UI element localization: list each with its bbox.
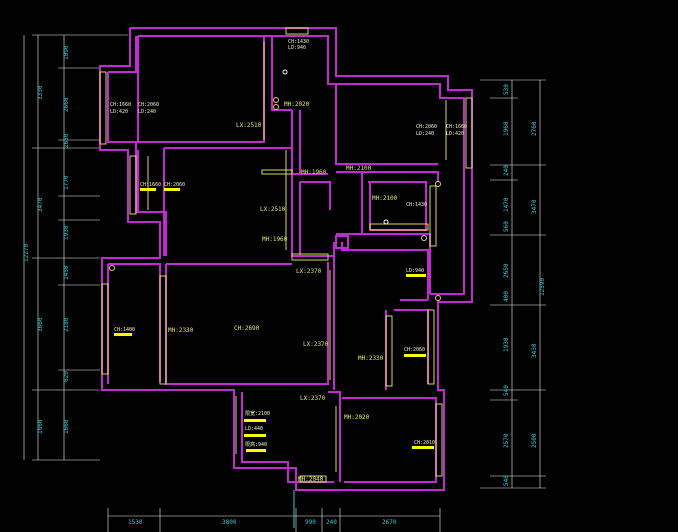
label-mh-2020-bot: MH:2020 bbox=[344, 414, 370, 421]
dim-right-10: 1930 bbox=[503, 337, 510, 352]
dim-right-15: 540 bbox=[503, 475, 510, 486]
label-ld-940-b: LD:940 bbox=[406, 268, 424, 274]
dim-right-13: 2570 bbox=[503, 433, 510, 448]
floor-drain-icon bbox=[282, 69, 288, 75]
label-mh-2040: MH:2040 bbox=[298, 476, 324, 483]
label-ch-2060-a: CH:2060 bbox=[138, 102, 159, 108]
dim-left-13: 1660 bbox=[63, 419, 70, 434]
dim-right-9: 400 bbox=[503, 291, 510, 302]
label-ch-1660-a: CH:1660 bbox=[110, 102, 131, 108]
label-ch-2060-d: CH:2060 bbox=[404, 347, 425, 353]
label-ch-1660-b: CH:1660 bbox=[446, 124, 467, 130]
bottom-dimension-chain: 1530 3800 990 240 2670 bbox=[107, 508, 441, 532]
label-ld-240-b: LD:240 bbox=[416, 131, 434, 137]
drain-icon bbox=[421, 235, 427, 241]
label-lx-2510-a: LX:2510 bbox=[236, 122, 262, 129]
label-ld-420-a: LD:420 bbox=[110, 109, 128, 115]
drain-icon bbox=[273, 104, 279, 110]
dim-right-8: 2650 bbox=[503, 263, 510, 278]
label-ch-1430-top: CH:1430 bbox=[288, 39, 309, 45]
label-ch-2690: CH:2690 bbox=[234, 325, 260, 332]
dim-bottom-2: 3800 bbox=[222, 519, 237, 526]
dim-left-2: 3330 bbox=[37, 85, 44, 100]
dim-bottom-4: 240 bbox=[326, 519, 337, 526]
drain-icon bbox=[109, 265, 115, 271]
dim-left-10: 2180 bbox=[63, 317, 70, 332]
floor-drain-icon bbox=[383, 219, 389, 225]
drain-icon bbox=[273, 97, 279, 103]
label-xg-940: 限高:940 bbox=[245, 441, 267, 448]
walls bbox=[99, 27, 473, 491]
label-lx-2370-c: LX:2370 bbox=[300, 395, 326, 402]
drain-icon bbox=[435, 181, 441, 187]
dim-bottom-1: 1530 bbox=[128, 519, 143, 526]
highlight-tags bbox=[114, 188, 434, 452]
dim-left-9: 3660 bbox=[37, 317, 44, 332]
label-ch-2060-b: CH:2060 bbox=[416, 124, 437, 130]
label-xk-2100: 限宽:2100 bbox=[245, 410, 270, 417]
dim-bottom-5: 2670 bbox=[382, 519, 397, 526]
plumbing-symbols bbox=[109, 69, 441, 301]
dim-left-total: 12270 bbox=[23, 244, 30, 262]
left-dimension-chain: 1090 3330 2660 2650 1770 3470 1930 1450 … bbox=[23, 34, 128, 461]
label-ld-420-b: LD:420 bbox=[446, 131, 464, 137]
dim-right-14: 2500 bbox=[531, 433, 538, 448]
label-mh-2100-a: MH:2100 bbox=[346, 165, 372, 172]
annotation-labels: CH:1430 LD:940 MH:2020 CH:1660 LD:420 CH… bbox=[110, 39, 467, 483]
label-ch-1400: CH:1400 bbox=[114, 327, 135, 333]
dim-left-1: 1090 bbox=[63, 45, 70, 60]
label-mh-1960-b: MH:1960 bbox=[262, 236, 288, 243]
dim-left-7: 1930 bbox=[63, 225, 70, 240]
label-mh-2330-b: MH:2330 bbox=[358, 355, 384, 362]
label-mh-1960-a: MH:1960 bbox=[301, 169, 327, 176]
label-ch-1660-c: CH:1660 bbox=[140, 182, 161, 188]
dim-right-1: 530 bbox=[503, 84, 510, 95]
dim-left-12: 1660 bbox=[37, 419, 44, 434]
label-mh-2020-top: MH:2020 bbox=[284, 101, 310, 108]
right-dimension-chain: 530 2760 1960 240 3470 1470 560 2650 400… bbox=[480, 79, 546, 489]
dim-right-6: 1470 bbox=[503, 197, 510, 212]
dim-right-12: 540 bbox=[503, 385, 510, 396]
label-lx-2370-b: LX:2370 bbox=[303, 341, 329, 348]
dim-left-3: 2660 bbox=[63, 97, 70, 112]
dim-right-5: 3470 bbox=[531, 199, 538, 214]
dim-bottom-3: 990 bbox=[305, 519, 316, 526]
dim-left-11: 620 bbox=[63, 371, 70, 382]
dim-left-8: 1450 bbox=[63, 265, 70, 280]
dim-right-4: 240 bbox=[503, 165, 510, 176]
dim-right-7: 560 bbox=[503, 221, 510, 232]
label-ch-2010: CH:2010 bbox=[414, 440, 435, 446]
label-lx-2370-a: LX:2370 bbox=[296, 268, 322, 275]
dim-right-2: 2760 bbox=[531, 121, 538, 136]
label-lx-2510-b: LX:2510 bbox=[260, 206, 286, 213]
label-ld-940-top: LD:940 bbox=[288, 45, 306, 51]
label-ch-1430-b: CH:1430 bbox=[406, 202, 427, 208]
label-mh-2330-a: MH:2330 bbox=[168, 327, 194, 334]
dim-right-3: 1960 bbox=[503, 121, 510, 136]
dim-left-5: 1770 bbox=[63, 175, 70, 190]
label-ch-2060-c: CH:2060 bbox=[164, 182, 185, 188]
dim-right-11: 3430 bbox=[531, 343, 538, 358]
label-ld-440: LD:440 bbox=[245, 426, 263, 432]
dim-left-4: 2650 bbox=[63, 133, 70, 148]
dim-left-6: 3470 bbox=[37, 197, 44, 212]
drain-icon bbox=[435, 295, 441, 301]
label-mh-2100-b: MH:2100 bbox=[372, 195, 398, 202]
windows bbox=[99, 27, 473, 483]
dim-right-total: 12590 bbox=[539, 278, 546, 296]
label-ld-240-a: LD:240 bbox=[138, 109, 156, 115]
